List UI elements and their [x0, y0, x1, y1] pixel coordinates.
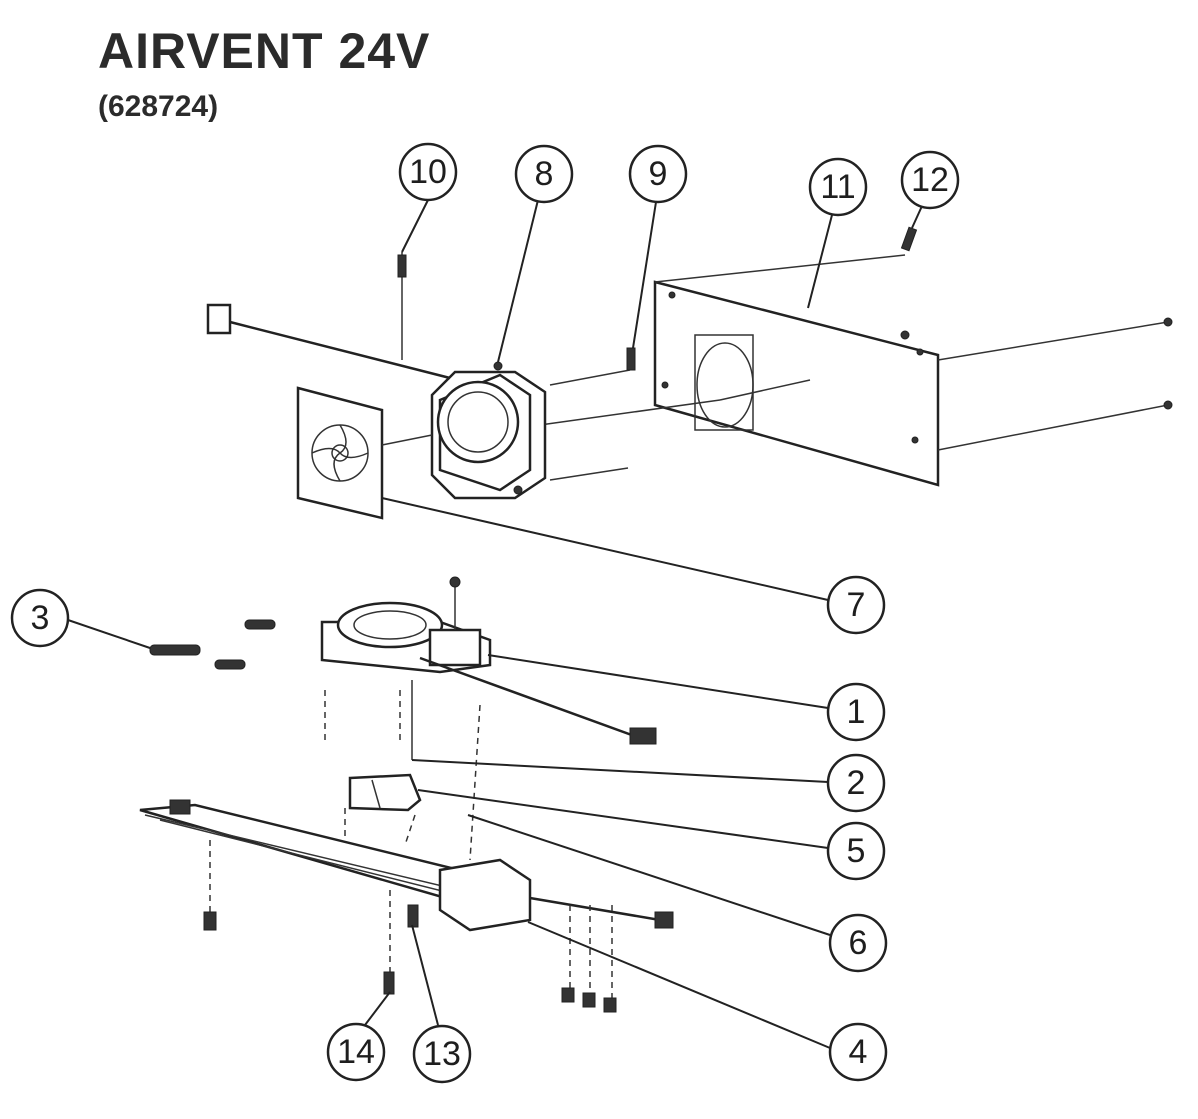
callout-9: 9 — [628, 144, 688, 204]
callout-8: 8 — [514, 144, 574, 204]
screw-12 — [900, 226, 918, 252]
leader-14 — [364, 991, 391, 1026]
fan-grille — [296, 386, 433, 520]
clip — [214, 659, 246, 670]
leader-6 — [467, 814, 831, 936]
assembly-line — [719, 379, 811, 401]
svg-text:10: 10 — [409, 153, 447, 191]
svg-text:3: 3 — [31, 599, 50, 637]
svg-text:5: 5 — [847, 832, 866, 870]
screw-10 — [397, 254, 407, 278]
svg-text:11: 11 — [820, 168, 855, 206]
assembly-line — [549, 467, 629, 481]
leader-8 — [497, 199, 539, 363]
svg-text:2: 2 — [847, 764, 866, 802]
fan-housing — [430, 361, 547, 500]
screw-14 — [383, 971, 395, 995]
callout-2: 2 — [826, 753, 886, 813]
leader-7 — [381, 497, 829, 601]
screw-9 — [626, 347, 636, 371]
callout-14: 14 — [326, 1022, 386, 1082]
callout-3: 3 — [10, 588, 70, 648]
assembly-line — [539, 399, 721, 426]
diagram-title: AIRVENT 24V — [98, 23, 431, 79]
assembly-line — [937, 404, 1169, 451]
svg-text:9: 9 — [649, 155, 668, 193]
leader-9 — [632, 201, 657, 349]
screw-13 — [407, 904, 419, 928]
leader-1 — [487, 654, 829, 709]
assembly-line — [404, 814, 416, 846]
screw — [603, 997, 617, 1013]
small-bracket — [348, 773, 422, 812]
callout-11: 11 — [808, 157, 868, 217]
svg-text:1: 1 — [847, 693, 866, 731]
clip — [149, 644, 201, 656]
callout-4: 4 — [828, 1022, 888, 1082]
cable — [419, 656, 641, 740]
svg-text:12: 12 — [911, 161, 949, 199]
callout-12: 12 — [900, 150, 960, 210]
actuator-rail — [139, 799, 674, 932]
cable-connector — [206, 303, 232, 335]
motor-bracket — [320, 601, 492, 674]
assembly-line — [549, 369, 631, 386]
callout-5: 5 — [826, 821, 886, 881]
assembly-line — [469, 704, 481, 861]
leader-2 — [411, 759, 829, 783]
svg-text:4: 4 — [849, 1033, 868, 1071]
leader-10 — [401, 199, 429, 253]
leader-3 — [67, 619, 151, 649]
leader-5 — [417, 789, 829, 849]
svg-text:14: 14 — [337, 1033, 375, 1071]
svg-text:6: 6 — [849, 924, 868, 962]
cable — [229, 320, 451, 380]
clip — [244, 619, 276, 630]
part-number: (628724) — [98, 90, 219, 123]
callout-7: 7 — [826, 575, 886, 635]
svg-text:7: 7 — [847, 586, 866, 624]
screw — [561, 987, 575, 1003]
screw — [449, 576, 461, 588]
cable-connector — [629, 727, 657, 745]
leader-4 — [527, 921, 831, 1049]
screw — [1163, 317, 1173, 327]
screw — [1163, 400, 1173, 410]
assembly-line — [937, 321, 1169, 361]
svg-text:13: 13 — [423, 1035, 461, 1073]
leader-13 — [411, 924, 439, 1026]
callout-1: 1 — [826, 682, 886, 742]
callout-10: 10 — [398, 142, 458, 202]
leader-11 — [807, 214, 833, 309]
leader-12 — [911, 205, 923, 229]
screw — [203, 911, 217, 931]
callout-13: 13 — [412, 1024, 472, 1084]
callout-6: 6 — [828, 913, 888, 973]
assembly-line — [654, 254, 906, 283]
svg-text:8: 8 — [535, 155, 554, 193]
screw — [582, 992, 596, 1008]
